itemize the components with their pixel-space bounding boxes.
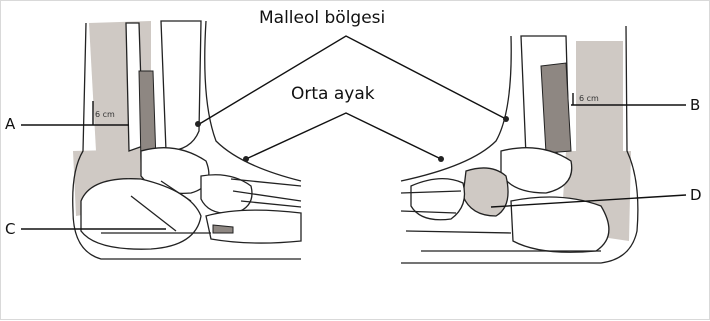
right-medial-malleolus-shaft [541,63,571,153]
point-b-label: B [690,96,700,114]
right-foot [401,26,638,263]
point-a-label: A [5,115,16,133]
point-d-label: D [690,186,702,204]
point-c-label: C [5,220,15,238]
midfoot-point-left [243,156,249,162]
midfoot-point-right [438,156,444,162]
malleol-label: Malleol bölgesi [259,8,385,28]
left-tibia [161,21,201,151]
measure-left-label: 6 cm [95,110,115,119]
left-5th-base [213,225,233,233]
midfoot-leader [246,113,441,159]
right-talus [501,148,572,193]
left-dorsum-outline [205,21,301,181]
right-cuneiform [411,179,465,220]
right-navicular [463,168,508,216]
left-foot [73,21,301,259]
malleol-leader [196,36,506,126]
measure-right-label: 6 cm [579,94,599,103]
malleol-point-left [195,121,201,127]
malleol-point-right [503,116,509,122]
right-dorsum-outline [401,36,511,181]
midfoot-label: Orta ayak [291,84,375,104]
